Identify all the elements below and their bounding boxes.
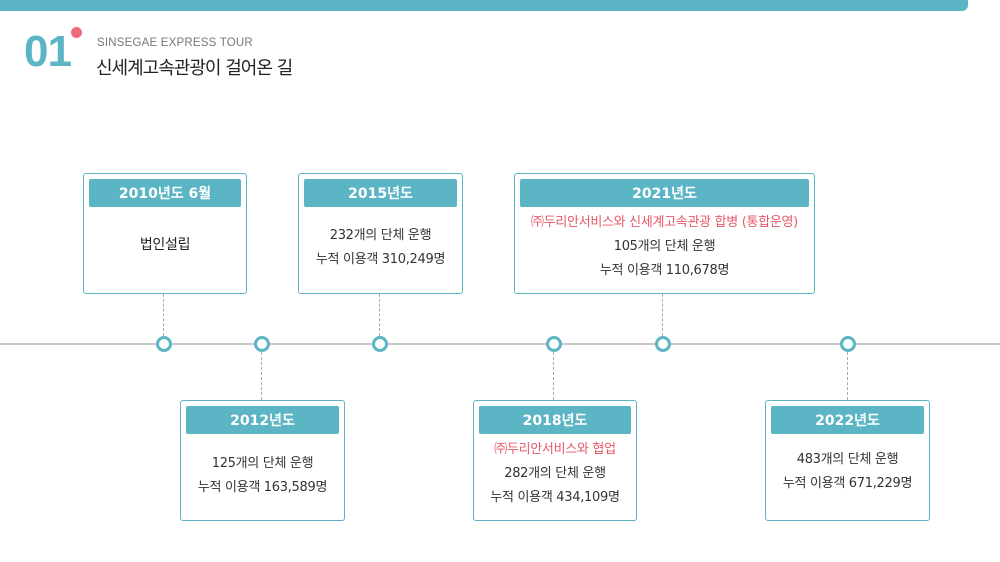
section-dot-icon <box>71 27 82 38</box>
card-line-2: 누적 이용객 163,589명 <box>197 480 328 495</box>
card-highlight: ㈜두리안서비스와 협업 <box>494 442 616 457</box>
timeline-node-2015 <box>372 336 388 352</box>
connector-2012 <box>261 352 262 400</box>
timeline-axis <box>0 343 1000 345</box>
card-line-2: 누적 이용객 110,678명 <box>599 263 730 278</box>
card-line-1: 232개의 단체 운행 <box>329 228 432 243</box>
card-highlight: ㈜두리안서비스와 신세계고속관광 합병 (통합운영) <box>531 215 798 230</box>
timeline-node-2010 <box>156 336 172 352</box>
connector-2018 <box>553 352 554 400</box>
section-title: 신세계고속관광이 걸어온 길 <box>96 58 293 79</box>
card-year: 2021년도 <box>520 179 809 207</box>
section-subtitle: SINSEGAE EXPRESS TOUR <box>97 37 253 49</box>
timeline-node-2018 <box>546 336 562 352</box>
timeline-card-2015: 2015년도 232개의 단체 운행 누적 이용객 310,249명 <box>298 173 463 294</box>
card-year: 2015년도 <box>304 179 457 207</box>
timeline-card-2018: 2018년도 ㈜두리안서비스와 협업 282개의 단체 운행 누적 이용객 43… <box>473 400 637 521</box>
timeline-node-2022 <box>840 336 856 352</box>
card-year: 2010년도 6월 <box>89 179 241 207</box>
timeline-node-2012 <box>254 336 270 352</box>
card-line-1: 법인설립 <box>139 237 191 253</box>
connector-2021 <box>662 294 663 336</box>
timeline-card-2021: 2021년도 ㈜두리안서비스와 신세계고속관광 합병 (통합운영) 105개의 … <box>514 173 815 294</box>
section-number: 01 <box>24 27 72 76</box>
card-line-1: 483개의 단체 운행 <box>796 452 899 467</box>
connector-2010 <box>163 294 164 336</box>
timeline-card-2022: 2022년도 483개의 단체 운행 누적 이용객 671,229명 <box>765 400 930 521</box>
card-line-2: 누적 이용객 434,109명 <box>490 490 620 505</box>
card-line-1: 125개의 단체 운행 <box>211 456 314 471</box>
timeline-card-2010: 2010년도 6월 법인설립 <box>83 173 247 294</box>
top-accent-bar <box>0 0 968 11</box>
card-line-2: 누적 이용객 310,249명 <box>315 252 446 267</box>
card-line-2: 누적 이용객 671,229명 <box>782 476 913 491</box>
card-year: 2018년도 <box>479 406 631 434</box>
connector-2022 <box>847 352 848 400</box>
card-year: 2012년도 <box>186 406 339 434</box>
timeline-node-2021 <box>655 336 671 352</box>
timeline-card-2012: 2012년도 125개의 단체 운행 누적 이용객 163,589명 <box>180 400 345 521</box>
card-line-1: 282개의 단체 운행 <box>504 466 606 481</box>
card-line-1: 105개의 단체 운행 <box>613 239 716 254</box>
card-year: 2022년도 <box>771 406 924 434</box>
connector-2015 <box>379 294 380 336</box>
